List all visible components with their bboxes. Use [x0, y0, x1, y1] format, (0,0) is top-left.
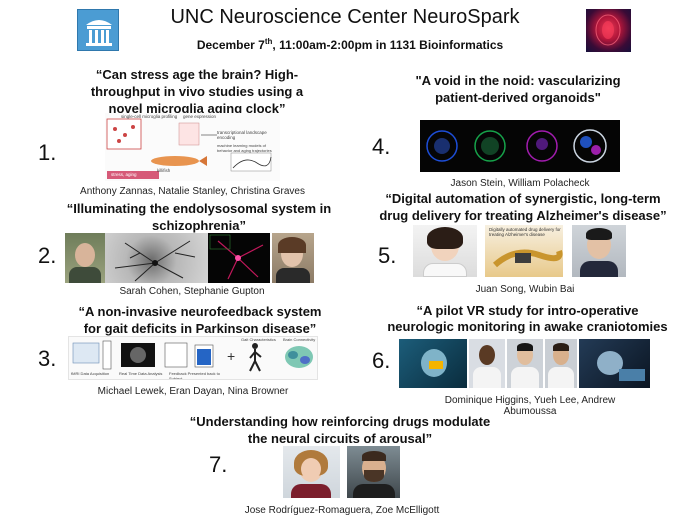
talk-3-figure: + fMRI Data Acquisition Real Time Data A…: [68, 336, 318, 380]
fig1-label-stress: stress, aging: [111, 172, 137, 177]
fig1-label-killifish: killifish: [157, 168, 171, 173]
fig3-label-analysis: Real Time Data Analysis: [119, 371, 163, 376]
talk-7-number: 7.: [209, 452, 228, 477]
speaker-photo-juan-song: [413, 225, 477, 277]
speaker-photo-jose-rodriguez-romaguera: [283, 446, 340, 498]
svg-text:+: +: [227, 348, 235, 364]
speaker-photo-andrew-abumoussa: [545, 339, 577, 388]
speaker-photo-stephanie-gupton: [272, 233, 314, 283]
talk-3-number: 3.: [38, 346, 57, 371]
operating-room-photo: [579, 339, 650, 388]
talk-7-speakers: Jose Rodríguez-Romaguera, Zoe McElligott: [244, 505, 440, 516]
talk-5-title: “Digital automation of synergistic, long…: [379, 191, 667, 223]
talk-5-speakers: Juan Song, Wubin Bai: [475, 284, 575, 295]
page-title: UNC Neuroscience Center NeuroSpark: [170, 6, 520, 28]
unc-logo: [77, 9, 119, 51]
talk-3-speakers: Michael Lewek, Eran Dayan, Nina Browner: [97, 386, 289, 397]
brain-scan-icon: [586, 9, 631, 52]
organoid-fluorescence-images: [420, 120, 620, 172]
fig1-label-ml-models: machine learning models of behavior and …: [217, 143, 272, 153]
talk-4-number: 4.: [372, 134, 391, 159]
talk-2-number: 2.: [38, 243, 57, 268]
talk-1-speakers: Anthony Zannas, Natalie Stanley, Christi…: [80, 186, 305, 197]
talk-4-title: "A void in the noid: vascularizing patie…: [415, 73, 621, 105]
talk-1-number: 1.: [38, 140, 57, 165]
fig3-label-acquisition: fMRI Data Acquisition: [71, 371, 110, 376]
speaker-photo-wubin-bai: [572, 225, 626, 277]
talk-4-speakers: Jason Stein, William Polacheck: [450, 178, 590, 189]
fig5-label: Digitally automated drug delivery for tr…: [489, 227, 561, 237]
talk-5-number: 5.: [378, 243, 397, 268]
fig1-label-landscape: transcriptional landscape encoding: [217, 130, 267, 140]
talk-3-title: “A non-invasive neurofeedback system for…: [78, 304, 322, 336]
speaker-photo-sarah-cohen: [65, 233, 105, 283]
event-date-location: December 7th, 11:00am-2:00pm in 1131 Bio…: [196, 37, 504, 52]
neuron-microscopy-image: [105, 233, 208, 283]
vr-surgery-photo: [399, 339, 467, 388]
fig3-label-feedback: Feedback Presented back to Subject: [169, 371, 220, 380]
drug-delivery-device-image: Digitally automated drug delivery for tr…: [485, 225, 563, 277]
talk-2-title: “Illuminating the endolysosomal system i…: [66, 201, 332, 233]
talk-6-number: 6.: [372, 348, 391, 373]
speaker-photo-dominique-higgins: [469, 339, 505, 388]
fluorescence-image: [208, 233, 270, 283]
talk-1-figure: single-cell microglia profiling gene exp…: [105, 113, 280, 181]
fig1-label-profiling: single-cell microglia profiling: [121, 114, 178, 119]
fig3-label-connectivity: Brain Connectivity: [283, 337, 316, 342]
speaker-photo-yueh-lee: [507, 339, 543, 388]
talk-7-title: “Understanding how reinforcing drugs mod…: [189, 414, 491, 446]
fig1-label-gene-expression: gene expression: [183, 114, 217, 119]
speaker-photo-zoe-mcelligott: [347, 446, 400, 498]
talk-6-speakers: Dominique Higgins, Yueh Lee, Andrew Abum…: [444, 395, 616, 417]
fig3-label-gait: Gait Characteristics: [241, 337, 276, 342]
talk-6-title: “A pilot VR study for intro-operative ne…: [387, 303, 668, 334]
unc-old-well-icon: [86, 20, 112, 46]
talk-1-title: “Can stress age the brain? High-throughp…: [90, 67, 304, 116]
talk-2-speakers: Sarah Cohen, Stephanie Gupton: [119, 286, 265, 297]
